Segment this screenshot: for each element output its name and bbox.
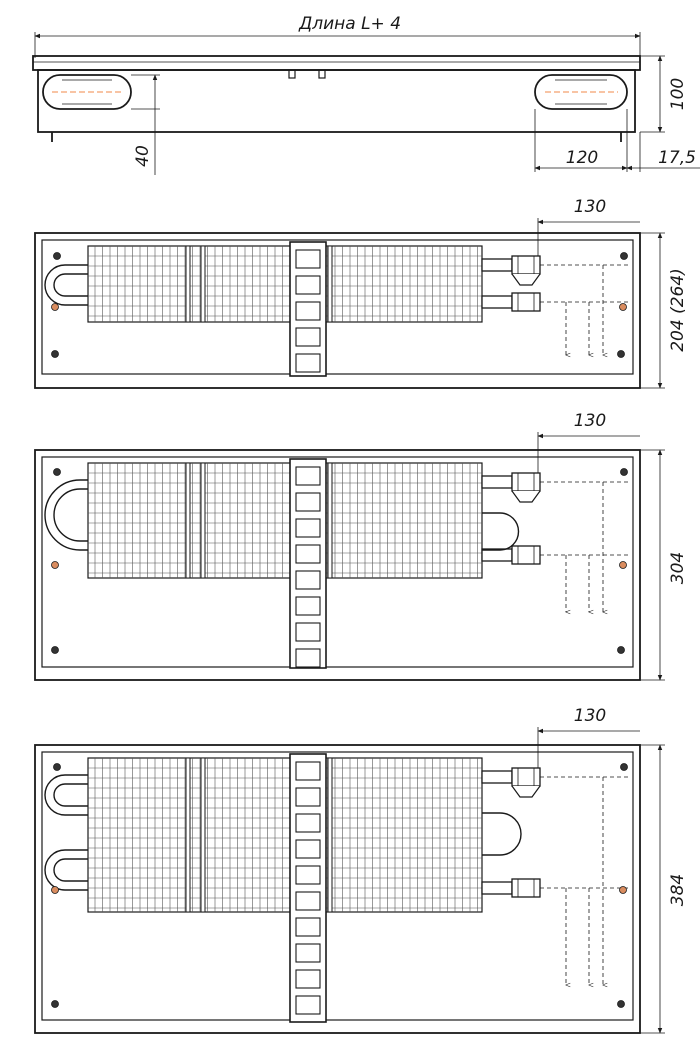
right-oval-opening xyxy=(534,74,628,110)
height-dimension-label: 100 xyxy=(668,78,688,110)
opening-width-label: 120 xyxy=(566,148,598,168)
plan-view-204: 130 204 (264) xyxy=(34,197,688,389)
pipe-offset-label-304: 130 xyxy=(574,411,606,431)
length-dimension-label: Длина L+ 4 xyxy=(298,14,401,34)
width-label-304: 304 xyxy=(668,552,688,584)
left-oval-opening xyxy=(42,74,132,110)
heat-exchanger-304 xyxy=(44,458,630,669)
width-label-384: 384 xyxy=(668,874,688,906)
pipe-offset-label-204: 130 xyxy=(574,197,606,217)
plan-view-304: 130 304 xyxy=(34,411,688,681)
side-view: Длина L+ 4 40 xyxy=(32,14,700,175)
pipe-offset-label-384: 130 xyxy=(574,706,606,726)
foot-dimension-label: 40 xyxy=(133,145,153,167)
width-label-204: 204 (264) xyxy=(668,268,688,352)
heat-exchanger-384 xyxy=(44,753,630,1023)
heat-exchanger-204 xyxy=(44,241,630,377)
offset-dimension-label: 17,5 xyxy=(658,148,696,168)
plan-view-384: 130 384 xyxy=(34,706,688,1034)
